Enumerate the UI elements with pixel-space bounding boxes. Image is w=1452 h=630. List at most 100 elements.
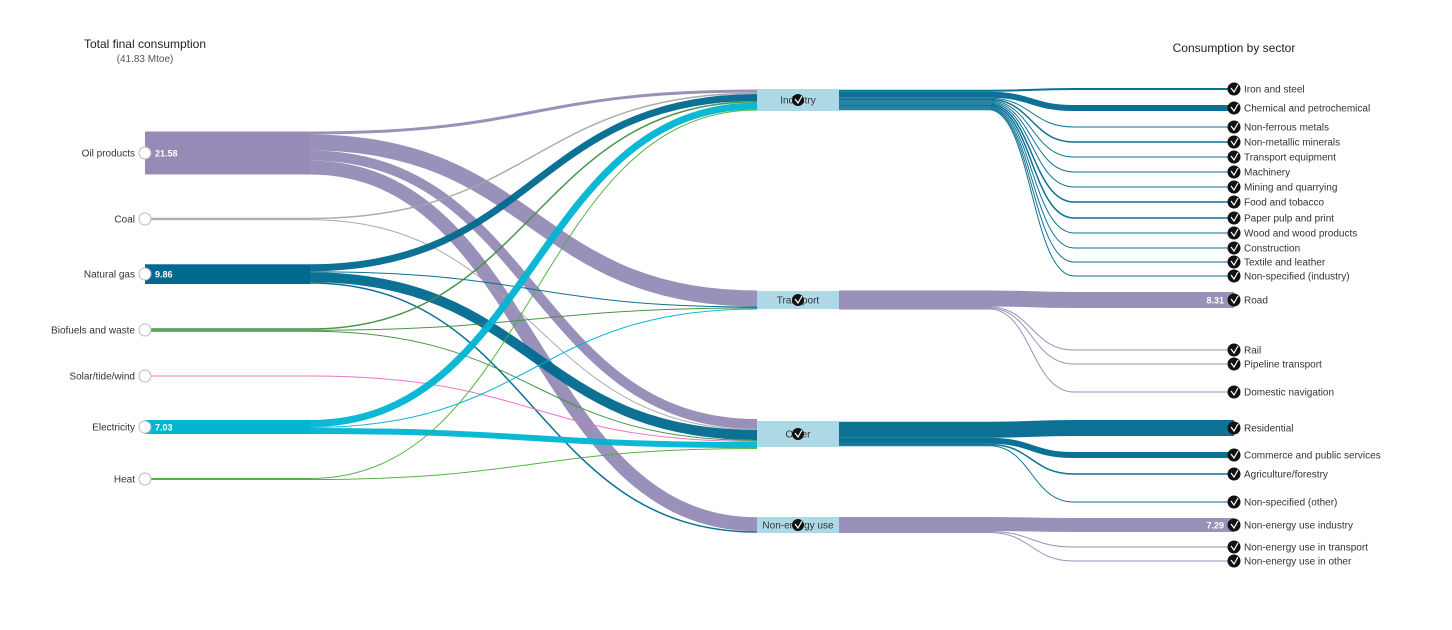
sector-label: Food and tobacco: [1244, 198, 1324, 209]
sector-circle[interactable]: [1227, 421, 1241, 435]
sector-node-commerce[interactable]: Commerce and public services: [1227, 448, 1381, 462]
sector-node-ne_other[interactable]: Non-energy use in other: [1227, 554, 1352, 568]
sector-node-construction[interactable]: Construction: [1227, 241, 1301, 255]
sector-node-agri[interactable]: Agriculture/forestry: [1227, 467, 1328, 481]
sector-check-icon: [1230, 556, 1239, 566]
sector-circle[interactable]: [1227, 135, 1241, 149]
source-label: Coal: [114, 215, 135, 226]
flow-path: [145, 271, 758, 308]
flow-elec-other: [145, 428, 758, 448]
hub-node-other[interactable]: Other: [757, 421, 839, 447]
sector-node-pipeline[interactable]: Pipeline transport: [1227, 357, 1323, 371]
flow-transport-rail: [839, 306, 1234, 351]
sector-circle[interactable]: [1227, 180, 1241, 194]
sector-label: Domestic navigation: [1244, 388, 1334, 399]
sector-node-rail[interactable]: Rail: [1227, 343, 1262, 357]
flow-oil-other: [145, 150, 758, 429]
sector-circle[interactable]: [1227, 101, 1241, 115]
sector-node-residential[interactable]: Residential: [1227, 421, 1294, 435]
sector-node-textile[interactable]: Textile and leather: [1227, 255, 1326, 269]
sector-circle[interactable]: [1227, 495, 1241, 509]
sector-node-nonspec_other[interactable]: Non-specified (other): [1227, 495, 1338, 509]
sector-circle[interactable]: [1227, 255, 1241, 269]
flow-path: [839, 517, 1234, 532]
sector-circle[interactable]: [1227, 150, 1241, 164]
flows-layer: [145, 88, 1234, 562]
sector-circle[interactable]: [1227, 448, 1241, 462]
source-circle[interactable]: [138, 323, 152, 337]
source-circle[interactable]: [138, 472, 152, 486]
sector-circle[interactable]: [1227, 241, 1241, 255]
flow-industry-iron: [839, 88, 1234, 92]
sector-circle[interactable]: [1227, 293, 1241, 307]
sector-circle[interactable]: [1227, 211, 1241, 225]
source-node-solar[interactable]: Solar/tide/wind: [69, 369, 152, 383]
sector-node-iron[interactable]: Iron and steel: [1227, 82, 1305, 96]
flow-industry-textile: [839, 108, 1234, 263]
hub-check-icon: [794, 95, 803, 105]
sector-check-icon: [1230, 197, 1239, 207]
hub-node-industry[interactable]: Industry: [757, 89, 839, 111]
sector-label: Iron and steel: [1244, 85, 1305, 96]
sector-circle[interactable]: [1227, 343, 1241, 357]
sector-node-domnav[interactable]: Domestic navigation: [1227, 385, 1335, 399]
flow-path: [839, 443, 1234, 475]
sector-node-ne_transport[interactable]: Non-energy use in transport: [1227, 540, 1369, 554]
sector-circle[interactable]: [1227, 385, 1241, 399]
sector-node-nonferrous[interactable]: Non-ferrous metals: [1227, 120, 1330, 134]
flow-gas-other: [145, 272, 758, 440]
source-node-bio[interactable]: Biofuels and waste: [51, 323, 152, 337]
source-circle[interactable]: [138, 369, 152, 383]
sector-circle[interactable]: [1227, 165, 1241, 179]
flow-path: [839, 531, 1234, 548]
hub-node-transport[interactable]: Transport: [757, 291, 839, 309]
source-node-heat[interactable]: Heat: [114, 472, 152, 486]
source-circle[interactable]: [138, 212, 152, 226]
flow-elec-industry: [145, 102, 758, 427]
sector-node-transport_eq[interactable]: Transport equipment: [1227, 150, 1337, 164]
flow-industry-machinery: [839, 101, 1234, 173]
sector-node-food[interactable]: Food and tobacco: [1227, 195, 1325, 209]
flow-path: [145, 102, 758, 427]
sector-circle[interactable]: [1227, 269, 1241, 283]
sector-circle[interactable]: [1227, 467, 1241, 481]
sector-circle[interactable]: [1227, 226, 1241, 240]
source-node-coal[interactable]: Coal: [114, 212, 152, 226]
sector-circle[interactable]: [1227, 540, 1241, 554]
source-circle[interactable]: [138, 267, 152, 281]
sector-circle[interactable]: [1227, 554, 1241, 568]
sector-circle[interactable]: [1227, 357, 1241, 371]
flow-path: [145, 330, 758, 441]
flow-industry-nonferrous: [839, 97, 1234, 128]
sector-node-nonmetallic[interactable]: Non-metallic minerals: [1227, 135, 1341, 149]
sector-node-machinery[interactable]: Machinery: [1227, 165, 1291, 179]
sector-node-mining[interactable]: Mining and quarrying: [1227, 180, 1338, 194]
hub-node-nonenergy[interactable]: Non-energy use: [757, 517, 839, 533]
sector-check-icon: [1230, 137, 1239, 147]
sector-circle[interactable]: [1227, 195, 1241, 209]
sector-check-icon: [1230, 243, 1239, 253]
sector-node-nonspec_ind[interactable]: Non-specified (industry): [1227, 269, 1350, 283]
sector-circle[interactable]: [1227, 82, 1241, 96]
sector-node-chem[interactable]: Chemical and petrochemical: [1227, 101, 1371, 115]
source-circle[interactable]: [138, 420, 152, 434]
flow-path: [839, 306, 1234, 351]
sector-label: Commerce and public services: [1244, 451, 1381, 462]
sector-node-paper[interactable]: Paper pulp and print: [1227, 211, 1335, 225]
flow-industry-transport_eq: [839, 100, 1234, 158]
sector-circle[interactable]: [1227, 518, 1241, 532]
sector-node-wood[interactable]: Wood and wood products: [1227, 226, 1358, 240]
sector-label: Agriculture/forestry: [1244, 470, 1328, 481]
sector-circle[interactable]: [1227, 120, 1241, 134]
source-circle[interactable]: [138, 146, 152, 160]
flow-other-commerce: [839, 437, 1234, 458]
flow-path: [839, 437, 1234, 458]
right-title: Consumption by sector: [1173, 41, 1296, 55]
flow-coal-other: [145, 219, 758, 430]
